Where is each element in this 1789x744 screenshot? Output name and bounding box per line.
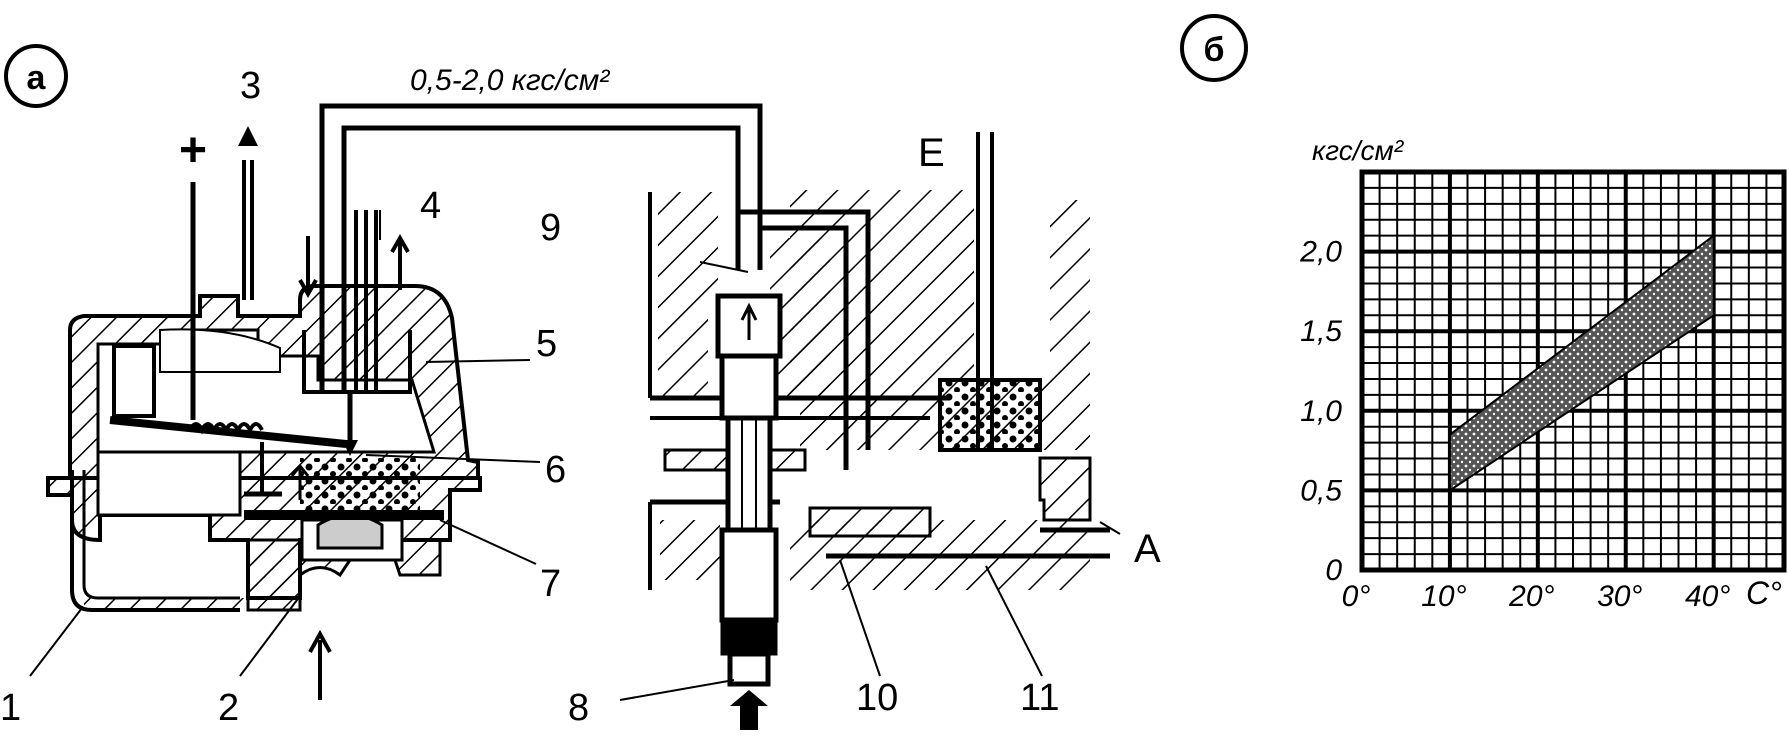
leader-lines (29, 210, 1121, 701)
y-tick-label: 1,5 (1300, 315, 1342, 348)
part-label-11: 11 (1020, 677, 1059, 719)
part-label-4: 4 (420, 185, 441, 227)
chart-y-ticks: 0 0,5 1,0 1,5 2,0 (1299, 236, 1342, 587)
panel-a-badge: а (4, 44, 68, 108)
chart-y-axis-label: кгс/см² (1312, 135, 1405, 166)
port-e-label: E (918, 131, 945, 175)
x-tick-label: 0° (1342, 580, 1371, 613)
part-label-8: 8 (568, 687, 589, 729)
panel-b-badge: б (1180, 14, 1248, 82)
part-label-7: 7 (540, 563, 561, 605)
part-label-1: 1 (0, 687, 21, 729)
y-tick-label: 0 (1325, 554, 1342, 587)
flow-up-arrow-icon (390, 233, 410, 290)
chart-x-ticks: 0° 10° 20° 30° 40° (1342, 580, 1731, 613)
part-labels: 1 2 3 4 5 6 7 8 9 10 11 E A (0, 65, 1161, 729)
chart-x-axis-label: C° (1746, 575, 1782, 611)
injector-assembly (648, 132, 1110, 730)
x-tick-label: 10° (1421, 580, 1466, 613)
part-label-6: 6 (545, 449, 566, 491)
part-label-10: 10 (856, 677, 898, 719)
y-tick-label: 1,0 (1300, 395, 1342, 428)
panel-b-badge-text: б (1203, 31, 1224, 69)
part-label-2: 2 (218, 687, 239, 729)
chart-band-area (1448, 233, 1715, 493)
pressure-temperature-chart: 0° 10° 20° 30° 40° 0 0,5 1,0 1,5 2,0 кгс/см² C° (1299, 135, 1787, 613)
sensor-connections: + (179, 124, 410, 700)
x-tick-label: 20° (1508, 580, 1554, 613)
port-a-label: A (1134, 527, 1161, 571)
outlet-3-arrow-icon (238, 126, 258, 146)
pressure-line: 0,5-2,0 кгс/см² (319, 64, 763, 392)
part-label-3: 3 (240, 65, 261, 107)
y-tick-label: 2,0 (1299, 236, 1342, 269)
flow-down-arrow-icon (298, 236, 318, 299)
y-tick-label: 0,5 (1300, 474, 1342, 507)
plus-terminal-label: + (179, 124, 207, 177)
inlet-arrow-icon (308, 629, 332, 700)
x-tick-label: 40° (1685, 580, 1730, 613)
part-label-9: 9 (540, 207, 561, 249)
pressure-range-label: 0,5-2,0 кгс/см² (410, 64, 610, 97)
x-tick-label: 30° (1597, 580, 1642, 613)
panel-b: б 0° 10° 20° 30° 40° 0 0,5 1,0 1,5 2,0 кгс/см² C… (1180, 14, 1787, 613)
pressure-sensor (46, 284, 482, 612)
panel-a: а (0, 44, 1161, 730)
spray-arrow-icon (730, 690, 768, 706)
panel-a-badge-text: а (27, 59, 47, 97)
part-label-5: 5 (536, 323, 557, 365)
